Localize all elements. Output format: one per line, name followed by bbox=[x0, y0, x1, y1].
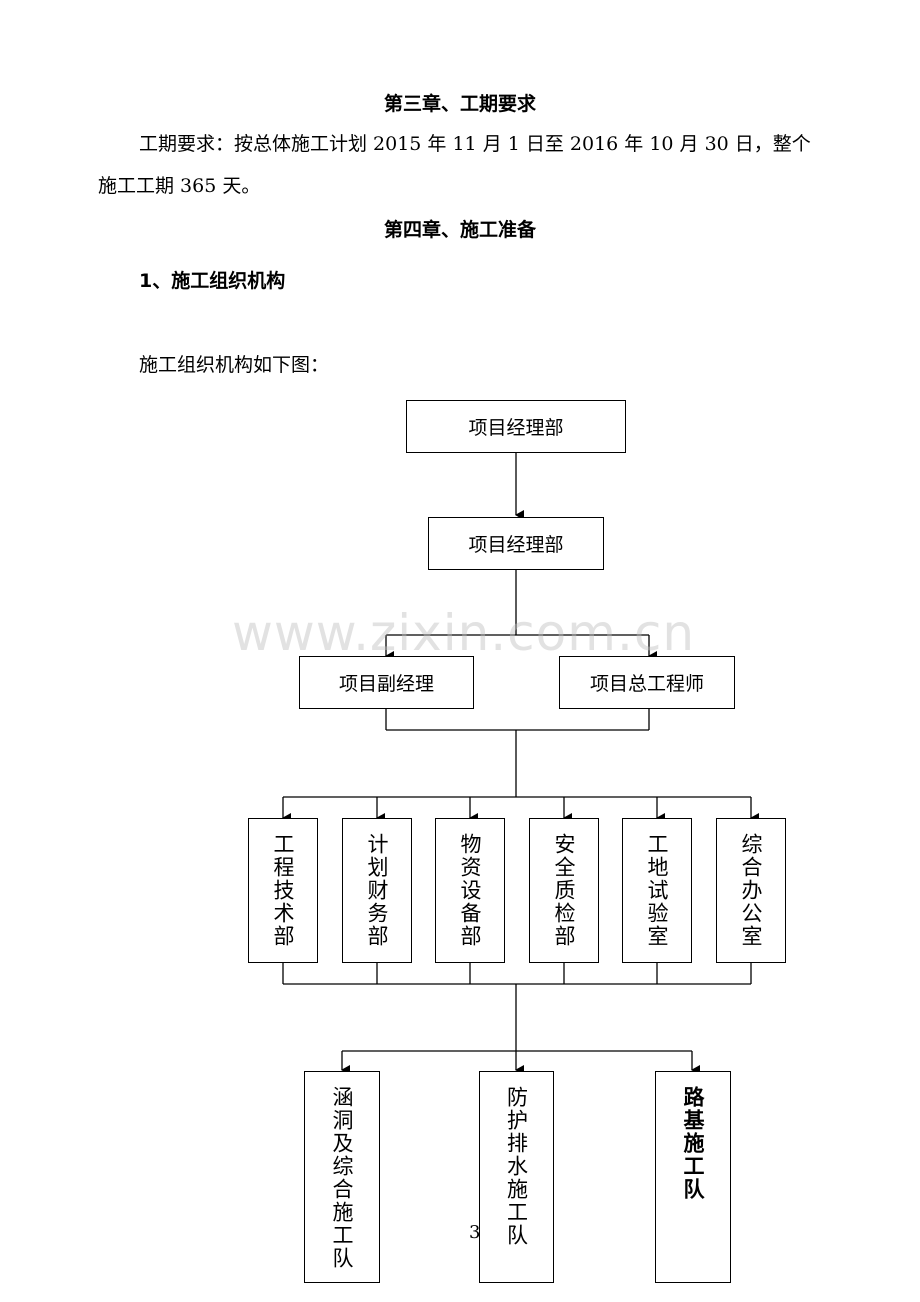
org-dept-site-lab: 工地试验室 bbox=[622, 818, 692, 963]
dept-label: 工地试验室 bbox=[645, 833, 669, 948]
chapter3-paragraph-line2: 施工工期 365 天。 bbox=[98, 175, 261, 197]
org-team-subgrade: 路基施工队 bbox=[655, 1071, 731, 1283]
section-heading: 1、施工组织机构 bbox=[139, 270, 286, 292]
chapter3-paragraph-line1: 工期要求：按总体施工计划 2015 年 11 月 1 日至 2016 年 10 … bbox=[139, 133, 811, 155]
dept-label: 安全质检部 bbox=[552, 833, 576, 948]
org-chart-intro: 施工组织机构如下图： bbox=[139, 354, 330, 376]
team-label: 防护排水施工队 bbox=[504, 1086, 529, 1247]
org-box-project-manager-dept-second: 项目经理部 bbox=[428, 517, 604, 570]
chapter4-title: 第四章、施工准备 bbox=[383, 219, 536, 241]
org-box-project-manager-dept-top: 项目经理部 bbox=[406, 400, 626, 453]
org-dept-planning-finance: 计划财务部 bbox=[342, 818, 412, 963]
org-dept-general-office: 综合办公室 bbox=[716, 818, 786, 963]
chapter3-title: 第三章、工期要求 bbox=[383, 93, 536, 115]
org-box-deputy-manager: 项目副经理 bbox=[299, 656, 474, 709]
org-box-chief-engineer: 项目总工程师 bbox=[559, 656, 735, 709]
org-dept-engineering-tech: 工程技术部 bbox=[248, 818, 318, 963]
team-label: 路基施工队 bbox=[681, 1086, 705, 1201]
org-team-protection-drainage: 防护排水施工队 bbox=[479, 1071, 554, 1283]
dept-label: 物资设备部 bbox=[458, 833, 482, 948]
watermark: www.zixin.com.cn bbox=[232, 604, 696, 662]
dept-label: 工程技术部 bbox=[271, 833, 295, 948]
org-team-culvert-general: 涵洞及综合施工队 bbox=[304, 1071, 380, 1283]
org-dept-safety-quality: 安全质检部 bbox=[529, 818, 599, 963]
page-number: 3 bbox=[469, 1222, 481, 1243]
dept-label: 计划财务部 bbox=[365, 833, 389, 948]
dept-label: 综合办公室 bbox=[739, 833, 763, 948]
org-dept-materials-equipment: 物资设备部 bbox=[435, 818, 505, 963]
team-label: 涵洞及综合施工队 bbox=[330, 1086, 354, 1270]
